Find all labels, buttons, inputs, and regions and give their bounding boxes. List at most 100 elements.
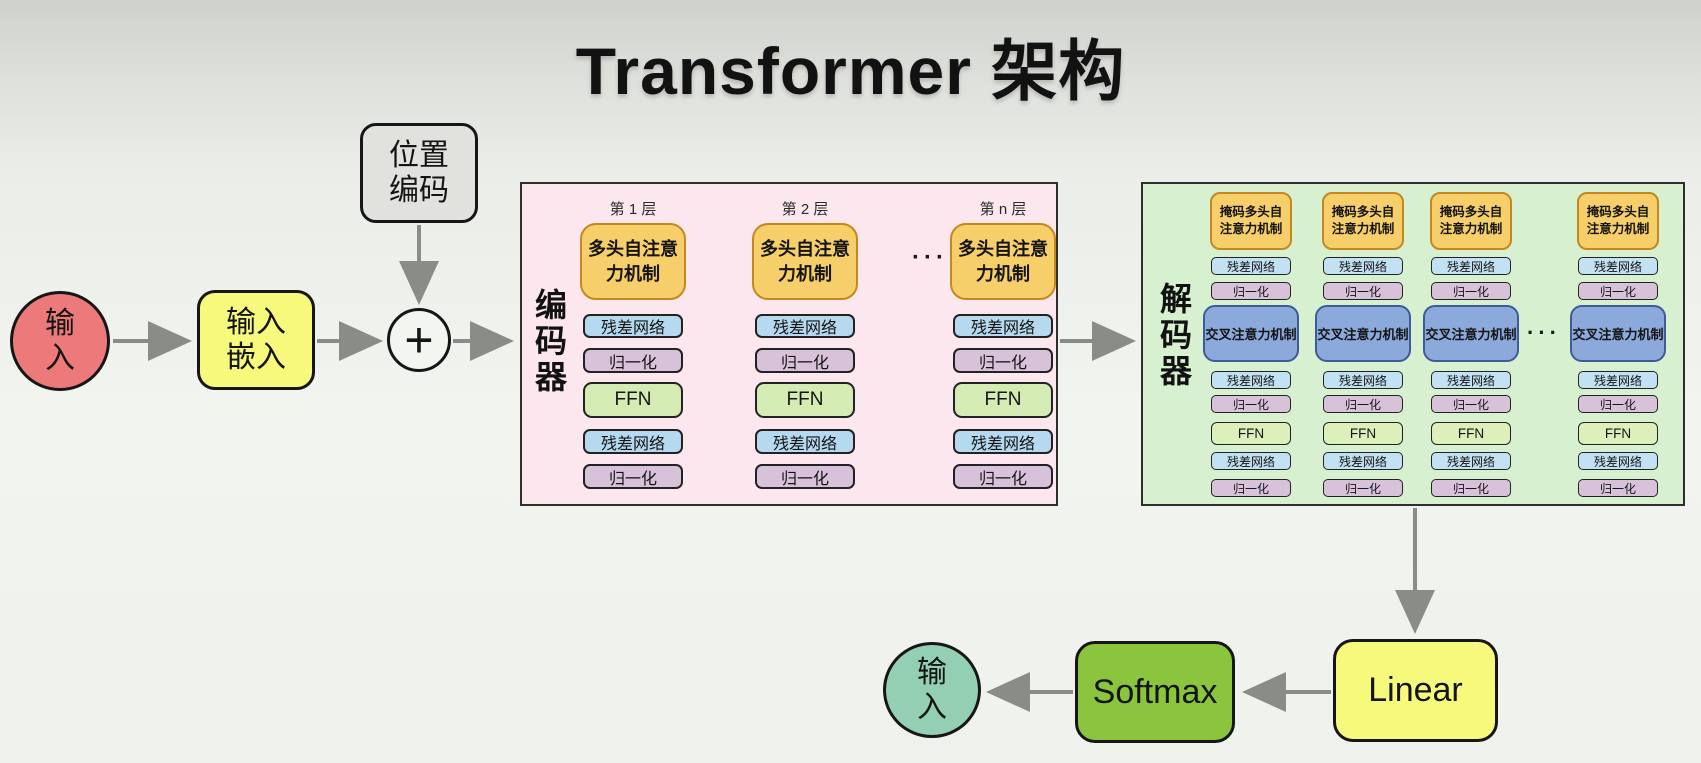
cross-attention-box: 交叉注意力机制 <box>1203 305 1299 362</box>
self-attention-label-line2: 力机制 <box>976 263 1030 284</box>
residual-box: 残差网络 <box>1431 371 1511 389</box>
encoder-label: 编码器 <box>531 288 567 396</box>
cross-attention-box: 交叉注意力机制 <box>1423 305 1519 362</box>
residual-box: 残差网络 <box>1211 371 1291 389</box>
ffn-box: FFN <box>1578 422 1658 445</box>
residual-box: 残差网络 <box>1323 371 1403 389</box>
norm-box: 归一化 <box>583 348 683 373</box>
encoder-panel: 编码器 第 1 层 多头自注意 力机制 残差网络 归一化 FFN 残差网络 归一… <box>520 182 1058 506</box>
positional-encoding-node: 位置 编码 <box>360 123 478 223</box>
norm-box: 归一化 <box>1323 395 1403 413</box>
norm-box: 归一化 <box>1578 395 1658 413</box>
residual-box: 残差网络 <box>583 314 683 338</box>
masked-attention-label-line2: 注意力机制 <box>1219 222 1283 236</box>
page-title: Transformer 架构 <box>575 34 1126 108</box>
masked-attention-label-line2: 注意力机制 <box>1439 222 1503 236</box>
norm-box: 归一化 <box>1578 479 1658 497</box>
norm-box: 归一化 <box>1323 282 1403 300</box>
ffn-box: FFN <box>1431 422 1511 445</box>
masked-attention-box: 掩码多头自 注意力机制 <box>1322 192 1404 250</box>
positional-label-line2: 编码 <box>389 174 449 207</box>
decoder-layer-column-3: 掩码多头自 注意力机制 残差网络 归一化 交叉注意力机制 残差网络 归一化 FF… <box>1423 184 1519 504</box>
layer-header: 第 1 层 <box>609 201 657 218</box>
residual-box: 残差网络 <box>1578 257 1658 275</box>
residual-box: 残差网络 <box>1323 257 1403 275</box>
norm-box: 归一化 <box>1323 479 1403 497</box>
self-attention-label-line2: 力机制 <box>778 263 832 284</box>
softmax-node: Softmax <box>1075 641 1235 743</box>
plus-icon: + <box>404 312 434 368</box>
positional-label-line1: 位置 <box>389 138 449 172</box>
input-label-line2: 入 <box>45 342 75 375</box>
self-attention-box: 多头自注意 力机制 <box>752 223 858 300</box>
ffn-box: FFN <box>953 382 1053 418</box>
layer-header: 第 n 层 <box>979 201 1027 218</box>
ffn-box: FFN <box>755 382 855 418</box>
norm-box: 归一化 <box>1431 479 1511 497</box>
embedding-label-line1: 输入 <box>226 305 286 339</box>
residual-box: 残差网络 <box>1211 257 1291 275</box>
residual-box: 残差网络 <box>1323 452 1403 470</box>
encoder-ellipsis: ··· <box>912 244 948 271</box>
self-attention-label-line1: 多头自注意 <box>588 239 678 260</box>
self-attention-label-line2: 力机制 <box>606 263 660 284</box>
residual-box: 残差网络 <box>1431 257 1511 275</box>
layer-header: 第 2 层 <box>781 201 829 218</box>
residual-box: 残差网络 <box>1578 371 1658 389</box>
input-node: 输 入 <box>10 291 110 391</box>
ffn-box: FFN <box>1211 422 1291 445</box>
decoder-panel: 解码器 掩码多头自 注意力机制 残差网络 归一化 交叉注意力机制 残差网络 归一… <box>1141 182 1685 506</box>
ffn-box: FFN <box>583 382 683 418</box>
output-label-line2: 入 <box>917 691 947 724</box>
masked-attention-box: 掩码多头自 注意力机制 <box>1210 192 1292 250</box>
norm-box: 归一化 <box>1211 479 1291 497</box>
residual-box: 残差网络 <box>755 314 855 338</box>
masked-attention-label-line2: 注意力机制 <box>1586 222 1650 236</box>
masked-attention-label-line1: 掩码多头自 <box>1219 204 1283 219</box>
norm-box: 归一化 <box>1431 395 1511 413</box>
self-attention-label-line1: 多头自注意 <box>760 239 850 260</box>
masked-attention-label-line1: 掩码多头自 <box>1439 204 1503 219</box>
norm-box: 归一化 <box>755 464 855 489</box>
residual-box: 残差网络 <box>953 314 1053 338</box>
norm-box: 归一化 <box>953 348 1053 373</box>
masked-attention-box: 掩码多头自 注意力机制 <box>1577 192 1659 250</box>
residual-box: 残差网络 <box>1211 452 1291 470</box>
linear-node: Linear <box>1333 639 1498 742</box>
output-label-line1: 输 <box>917 655 947 689</box>
norm-box: 归一化 <box>1211 395 1291 413</box>
decoder-ellipsis: ··· <box>1527 320 1561 345</box>
residual-box: 残差网络 <box>583 429 683 454</box>
output-node: 输 入 <box>883 642 981 738</box>
encoder-layer-column-n: 第 n 层 多头自注意 力机制 残差网络 归一化 FFN 残差网络 归一化 <box>950 184 1056 504</box>
decoder-label: 解码器 <box>1156 282 1192 390</box>
decoder-layer-column-1: 掩码多头自 注意力机制 残差网络 归一化 交叉注意力机制 残差网络 归一化 FF… <box>1203 184 1299 504</box>
self-attention-box: 多头自注意 力机制 <box>580 223 686 300</box>
cross-attention-box: 交叉注意力机制 <box>1315 305 1411 362</box>
cross-attention-box: 交叉注意力机制 <box>1570 305 1666 362</box>
norm-box: 归一化 <box>1431 282 1511 300</box>
residual-box: 残差网络 <box>1578 452 1658 470</box>
add-node: + <box>387 308 451 372</box>
residual-box: 残差网络 <box>953 429 1053 454</box>
norm-box: 归一化 <box>583 464 683 489</box>
masked-attention-label-line1: 掩码多头自 <box>1331 204 1395 219</box>
norm-box: 归一化 <box>1211 282 1291 300</box>
input-label-line1: 输 <box>45 306 75 340</box>
embedding-label-line2: 嵌入 <box>226 341 286 374</box>
ffn-box: FFN <box>1323 422 1403 445</box>
decoder-layer-column-n: 掩码多头自 注意力机制 残差网络 归一化 交叉注意力机制 残差网络 归一化 FF… <box>1570 184 1666 504</box>
decoder-layer-column-2: 掩码多头自 注意力机制 残差网络 归一化 交叉注意力机制 残差网络 归一化 FF… <box>1315 184 1411 504</box>
self-attention-label-line1: 多头自注意 <box>958 239 1048 260</box>
self-attention-box: 多头自注意 力机制 <box>950 223 1056 300</box>
masked-attention-label-line2: 注意力机制 <box>1331 222 1395 236</box>
norm-box: 归一化 <box>755 348 855 373</box>
norm-box: 归一化 <box>1578 282 1658 300</box>
residual-box: 残差网络 <box>1431 452 1511 470</box>
residual-box: 残差网络 <box>755 429 855 454</box>
encoder-layer-column-2: 第 2 层 多头自注意 力机制 残差网络 归一化 FFN 残差网络 归一化 <box>752 184 858 504</box>
masked-attention-label-line1: 掩码多头自 <box>1586 204 1650 219</box>
masked-attention-box: 掩码多头自 注意力机制 <box>1430 192 1512 250</box>
input-embedding-node: 输入 嵌入 <box>197 290 315 390</box>
